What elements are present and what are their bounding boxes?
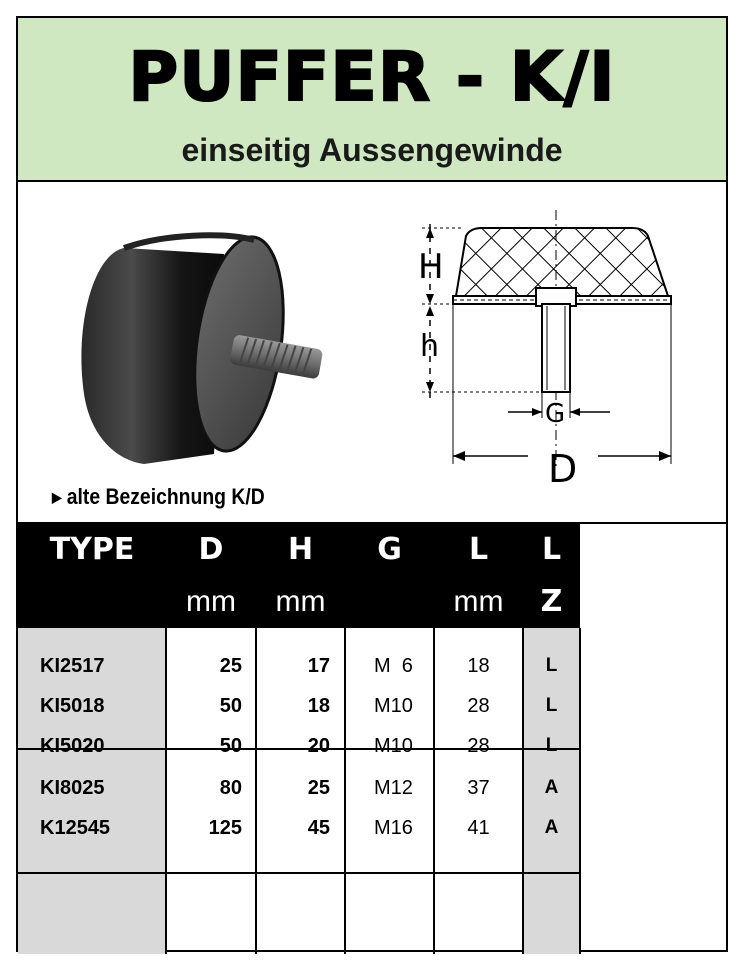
cell-g: M16 <box>374 817 413 839</box>
unit-d: mm <box>186 585 236 618</box>
cell-type: KI2517 <box>40 655 105 677</box>
cell-g: M 6 <box>374 655 413 677</box>
cell-g: M12 <box>374 777 413 799</box>
cell-h: 20 <box>307 735 330 757</box>
table-header-row-1: TYPE D H G L L <box>18 524 580 576</box>
table-row: KI5018 50 18 M10 28 L <box>18 686 580 726</box>
old-designation-text: alte Bezeichnung K/D <box>66 484 265 509</box>
z-column-bg <box>523 628 580 954</box>
unit-h: mm <box>275 585 326 618</box>
product-illustration: H h G D ▶alte Bezeichnung K/D <box>18 184 726 524</box>
col-divider <box>255 628 257 954</box>
dim-label-D: D <box>548 447 577 491</box>
old-designation-note: ▶alte Bezeichnung K/D <box>52 484 265 510</box>
table-body: KI2517 25 17 M 6 18 L KI5018 50 18 M10 2… <box>18 628 581 954</box>
cell-d: 50 <box>219 735 242 757</box>
cell-l: 28 <box>467 735 490 757</box>
cell-type: KI5020 <box>40 735 105 757</box>
cell-l: 18 <box>467 655 490 677</box>
cell-z: L <box>545 735 558 756</box>
cell-type: K12545 <box>40 817 111 839</box>
table-row: KI5020 50 20 M10 28 L <box>18 726 580 766</box>
table-row: K12545 125 45 M16 41 A <box>18 808 580 848</box>
col-divider <box>344 628 346 954</box>
cell-d: 125 <box>208 817 242 839</box>
page-subtitle: einseitig Aussengewinde <box>181 132 563 168</box>
cell-h: 17 <box>307 655 330 677</box>
triangle-right-icon: ▶ <box>52 489 62 505</box>
group-divider <box>18 748 580 750</box>
table-bottom-divider <box>18 872 580 874</box>
dim-label-G: G <box>545 399 565 429</box>
table-header-row-2: mm mm mm Z <box>18 576 580 628</box>
header-l: L <box>468 532 489 567</box>
table-row: KI8025 80 25 M12 37 A <box>18 768 580 808</box>
cell-l: 28 <box>467 695 490 717</box>
cell-h: 18 <box>307 695 330 717</box>
header-l2: L <box>541 532 562 567</box>
col-divider <box>165 628 167 954</box>
col-divider <box>433 628 435 954</box>
datasheet: PUFFER - K/I einseitig Aussengewinde <box>16 16 728 954</box>
header-h: H <box>287 532 314 567</box>
cell-z: L <box>545 695 558 716</box>
header-g: G <box>377 532 402 567</box>
cell-z: A <box>544 777 559 798</box>
unit-type <box>18 576 166 628</box>
dimension-drawing: H h G D <box>418 210 672 491</box>
cell-type: KI5018 <box>40 695 105 717</box>
unit-l: mm <box>453 585 504 618</box>
cell-type: KI8025 <box>40 777 105 799</box>
header-type: TYPE <box>49 532 135 567</box>
cell-l: 37 <box>467 777 490 799</box>
dim-label-H: H <box>418 247 444 287</box>
header-d: D <box>198 532 224 567</box>
cell-z: L <box>545 655 558 676</box>
cell-z: A <box>544 817 559 838</box>
cell-h: 25 <box>307 777 330 799</box>
buffer-photo <box>81 232 323 464</box>
cell-g: M10 <box>374 695 413 717</box>
col-divider <box>522 628 524 954</box>
type-column-bg <box>18 628 166 954</box>
cell-d: 50 <box>219 695 242 717</box>
unit-g <box>345 576 434 628</box>
page-title: PUFFER - K/I <box>127 37 616 118</box>
cell-d: 25 <box>219 655 242 677</box>
cell-h: 45 <box>307 817 330 839</box>
unit-z: Z <box>540 584 563 619</box>
cell-g: M10 <box>374 735 413 757</box>
title-banner: PUFFER - K/I einseitig Aussengewinde <box>18 18 726 182</box>
cell-d: 80 <box>219 777 242 799</box>
table-row: KI2517 25 17 M 6 18 L <box>18 646 580 686</box>
cell-l: 41 <box>467 817 490 839</box>
col-divider <box>579 628 581 954</box>
dim-label-h: h <box>420 329 439 364</box>
